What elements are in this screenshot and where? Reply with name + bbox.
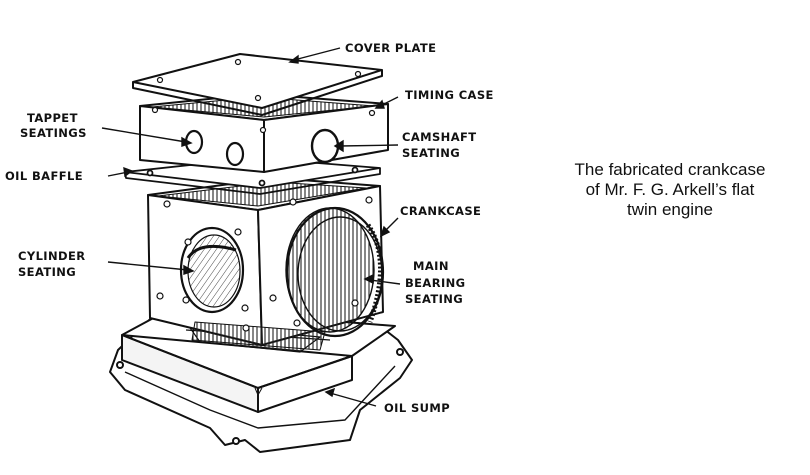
label-tappet-line2: SEATINGS: [20, 126, 87, 140]
crankcase-box: [147, 177, 385, 351]
leader-lines: [101, 47, 401, 407]
label-tappet-line1: TAPPET: [27, 111, 78, 125]
label-main-bearing-line1: MAIN: [413, 259, 449, 273]
caption-line-2: of Mr. F. G. Arkell’s flat: [585, 180, 755, 199]
caption-line-1: The fabricated crankcase: [574, 160, 766, 179]
label-oil-sump: OIL SUMP: [384, 401, 450, 415]
label-timing-case: TIMING CASE: [405, 88, 494, 102]
label-crankcase: CRANKCASE: [400, 204, 481, 218]
callout-labels: COVER PLATE TIMING CASE TAPPET SEATINGS …: [5, 41, 494, 415]
figure-caption: The fabricated crankcase of Mr. F. G. Ar…: [530, 160, 810, 220]
timing-case: [139, 93, 389, 173]
label-cylinder-line2: SEATING: [18, 265, 76, 279]
caption-line-3: twin engine: [626, 200, 713, 219]
label-camshaft-line1: CAMSHAFT: [402, 130, 477, 144]
label-cover-plate: COVER PLATE: [345, 41, 436, 55]
label-cylinder-line1: CYLINDER: [18, 249, 85, 263]
label-oil-baffle: OIL BAFFLE: [5, 169, 83, 183]
label-main-bearing-line3: SEATING: [405, 292, 463, 306]
label-main-bearing-line2: BEARING: [405, 276, 466, 290]
label-camshaft-line2: SEATING: [402, 146, 460, 160]
cover-plate: [132, 53, 383, 116]
